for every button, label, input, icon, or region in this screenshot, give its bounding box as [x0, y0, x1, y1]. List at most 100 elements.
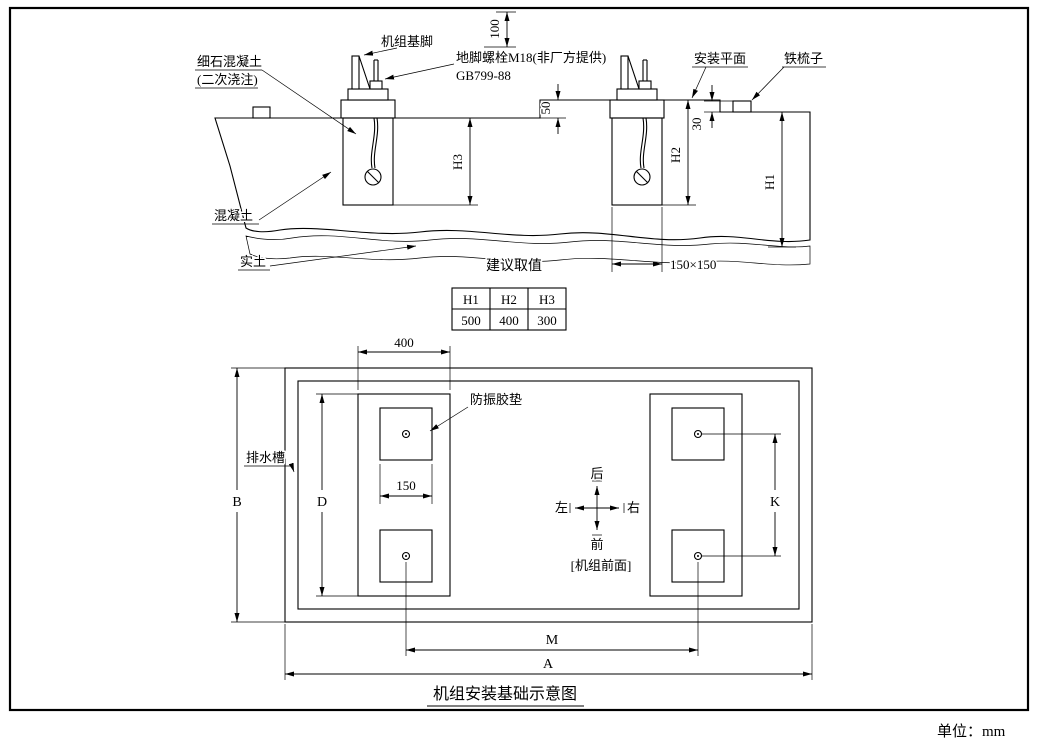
table-value-h2: 400 [499, 313, 519, 328]
label-fine-concrete: 细石混凝土 (二次浇注) [195, 53, 357, 135]
leader-line [429, 406, 469, 432]
drain-channel-label: 排水槽 [246, 450, 285, 465]
bolt-hole [401, 551, 411, 561]
dim-d-label: D [317, 495, 327, 510]
dim-h1: H1 [761, 112, 796, 248]
table-header-h2: H2 [501, 292, 517, 307]
table-header-h1: H1 [463, 292, 479, 307]
label-install-plane: 安装平面 [691, 50, 748, 99]
bolt-hole [693, 429, 703, 439]
dim-a: A [284, 624, 813, 680]
dim-150x150-label: 150×150 [670, 257, 716, 272]
vibration-pads [379, 407, 725, 583]
leader-line [258, 171, 332, 221]
direction-indicator: 后 前 左 右 [553, 465, 641, 554]
dim-b: B [231, 367, 285, 623]
dim-400-label: 400 [394, 335, 414, 350]
dim-k-label: K [770, 495, 780, 510]
bolt-hole-center [697, 433, 699, 435]
dir-left-label: 左 [555, 500, 568, 515]
bolt-nut [369, 80, 383, 90]
leader-line [261, 69, 357, 135]
dim-pocket-150x150: 150×150 [611, 207, 718, 274]
anchor-bolt-std-label: GB799-88 [456, 68, 511, 83]
dim-h3-label: H3 [450, 154, 465, 170]
dim-b-label: B [232, 495, 241, 510]
dim-30-label: 30 [689, 118, 704, 131]
dim-50-label: 50 [538, 102, 553, 115]
label-anchor-bolt: 地脚螺栓M18(非厂方提供) GB799-88 [384, 49, 608, 85]
dim-h2: H2 [662, 100, 696, 206]
foot-gusset [358, 55, 371, 90]
plan-title-label: 机组安装基础示意图 [433, 684, 577, 703]
dim-50: 50 [537, 84, 566, 134]
label-drain-channel: 排水槽 [244, 449, 295, 473]
dim-h1-label: H1 [762, 174, 777, 190]
leader-line [363, 47, 398, 56]
section-view: 100 50 30 H3 H2 [195, 11, 826, 331]
fine-concrete-label2: (二次浇注) [197, 72, 258, 87]
bolt-hole-center [697, 555, 699, 557]
table-value-h3: 300 [537, 313, 557, 328]
left-grout-pad [340, 99, 396, 119]
dim-k: K [702, 433, 782, 557]
bolt-hook-mark [635, 170, 649, 184]
dim-400: 400 [357, 334, 451, 390]
leader-line [751, 66, 785, 101]
right-bolt-pocket [611, 117, 663, 206]
install-plane-label: 安装平面 [694, 51, 746, 66]
foot-baseplate [616, 88, 658, 101]
leader-line [269, 244, 417, 267]
leader-line [691, 66, 707, 99]
bolt-nut [638, 80, 652, 90]
dim-30: 30 [688, 85, 733, 132]
plan-view: 400 B D K [231, 334, 813, 707]
dir-front-label: 前 [590, 537, 603, 552]
solid-soil-label: 实土 [240, 254, 266, 269]
unit-front-label: [机组前面] [571, 558, 632, 573]
concrete-label: 混凝土 [214, 208, 253, 223]
drawing-border [8, 6, 1030, 712]
bolt-hook [633, 168, 651, 186]
left-bolt-pocket [342, 117, 394, 206]
embedded-bolt [373, 117, 379, 169]
table-header-h3: H3 [539, 292, 555, 307]
plan-title: 机组安装基础示意图 [427, 683, 584, 707]
drain-channel-band [284, 367, 813, 623]
dim-100: 100 [484, 11, 516, 48]
dim-a-label: A [543, 657, 554, 672]
iron-comb-left [252, 106, 271, 119]
bolt-hook-mark [366, 170, 380, 184]
label-solid-soil: 实土 [238, 244, 417, 271]
dim-h2-label: H2 [668, 147, 683, 163]
leader-line [384, 63, 455, 80]
bolt-hole [401, 429, 411, 439]
dir-right-label: 右 [627, 500, 640, 515]
suggest-values-table: H1 H2 H3 500 400 300 [451, 287, 567, 331]
unit-note: 单位：mm [937, 723, 1006, 740]
concrete-body [214, 99, 811, 243]
bolt-hole-center [405, 433, 407, 435]
dim-h3: H3 [393, 118, 478, 206]
label-unit-foot: 机组基脚 [363, 33, 435, 56]
foot-gusset [627, 55, 640, 90]
dim-150: 150 [379, 464, 433, 504]
dim-d: D [315, 393, 358, 597]
leader-line [288, 462, 295, 473]
dim-150-label: 150 [396, 478, 416, 493]
embedded-bolt [370, 117, 376, 169]
embedded-bolt [639, 117, 645, 169]
iron-comb-right [732, 100, 752, 113]
fine-concrete-label: 细石混凝土 [197, 54, 262, 69]
dim-100-label: 100 [487, 19, 502, 39]
foot-plate [620, 55, 629, 90]
right-grout-pad [609, 99, 665, 119]
foot-plate [351, 55, 360, 90]
unit-foot-label: 机组基脚 [381, 34, 433, 49]
anchor-bolt-label: 地脚螺栓M18(非厂方提供) [456, 50, 606, 65]
left-machine-foot [347, 55, 389, 186]
label-vibration-pad: 防振胶垫 [429, 391, 524, 432]
iron-comb-label: 铁梳子 [784, 51, 823, 66]
